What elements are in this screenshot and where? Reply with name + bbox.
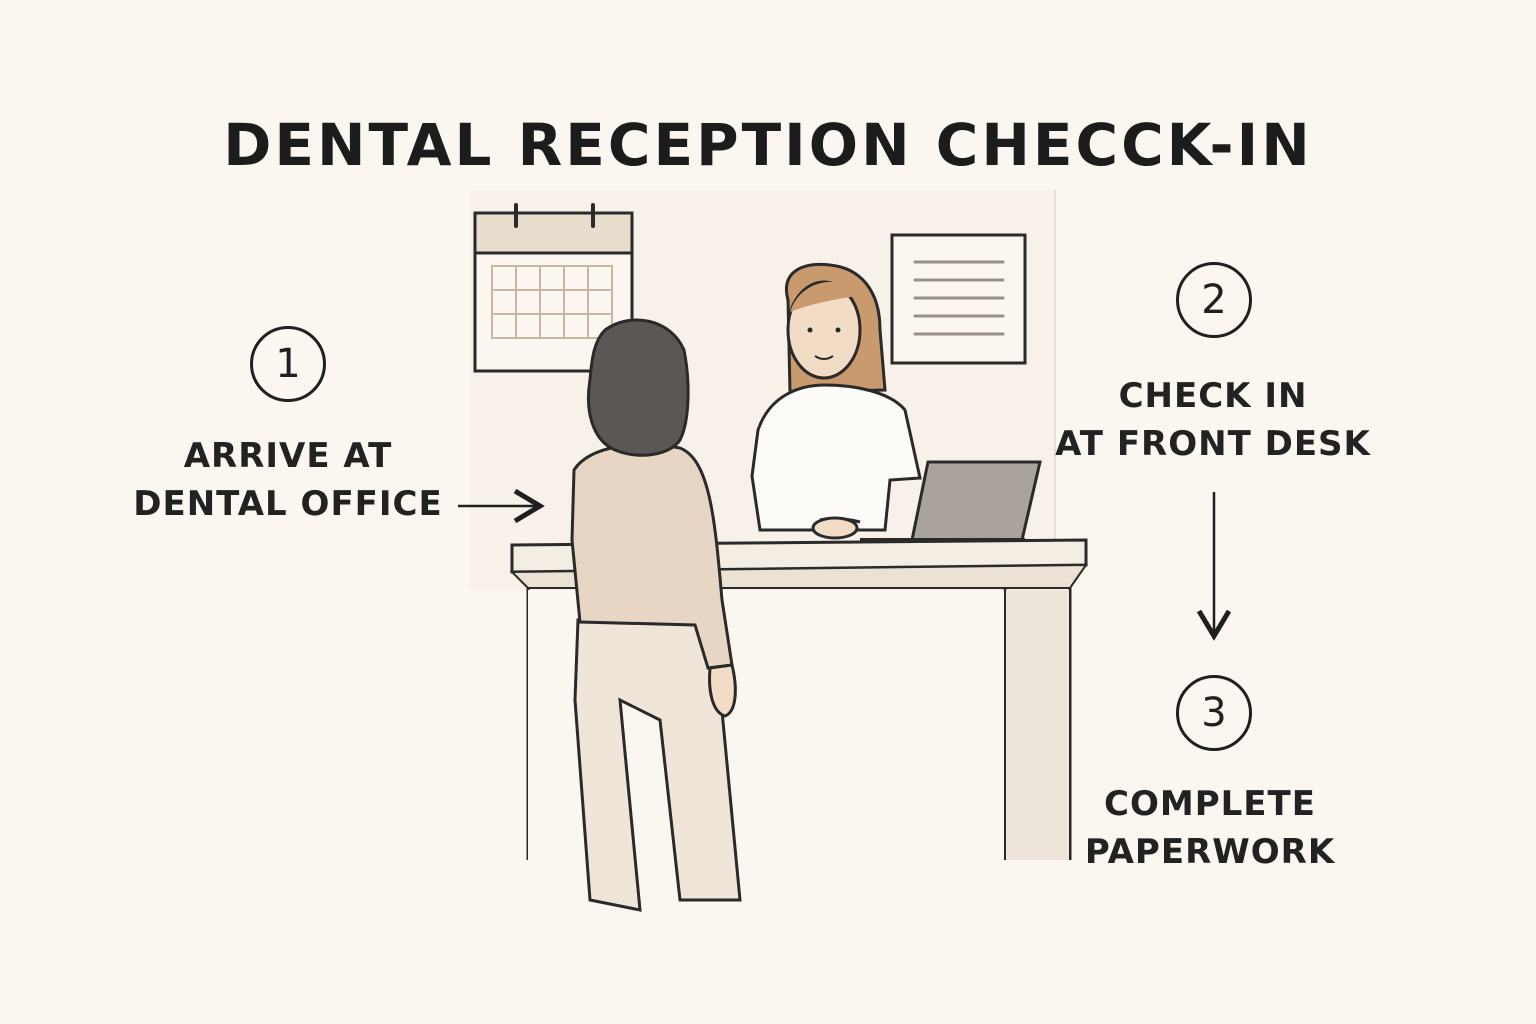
- step-2-label: CHECK IN AT FRONT DESK: [1048, 372, 1378, 468]
- notice-board-icon: [890, 233, 1027, 365]
- step-2-number: 2: [1176, 262, 1252, 338]
- step-1-line-2: DENTAL OFFICE: [133, 484, 443, 524]
- step-3-line-1: COMPLETE: [1104, 784, 1316, 824]
- step-2-line-1: CHECK IN: [1118, 376, 1308, 416]
- step-1-number: 1: [250, 326, 326, 402]
- receptionist-figure: [750, 262, 922, 540]
- step-3-label: COMPLETE PAPERWORK: [1060, 780, 1360, 876]
- step-3-number: 3: [1176, 675, 1252, 751]
- step-1-line-1: ARRIVE AT: [183, 436, 393, 476]
- step-3-line-2: PAPERWORK: [1084, 832, 1336, 872]
- page-title: DENTAL RECEPTION CHECCK-IN: [223, 110, 1313, 179]
- step-2-line-2: AT FRONT DESK: [1055, 424, 1371, 464]
- step-1-label: ARRIVE AT DENTAL OFFICE: [118, 432, 458, 528]
